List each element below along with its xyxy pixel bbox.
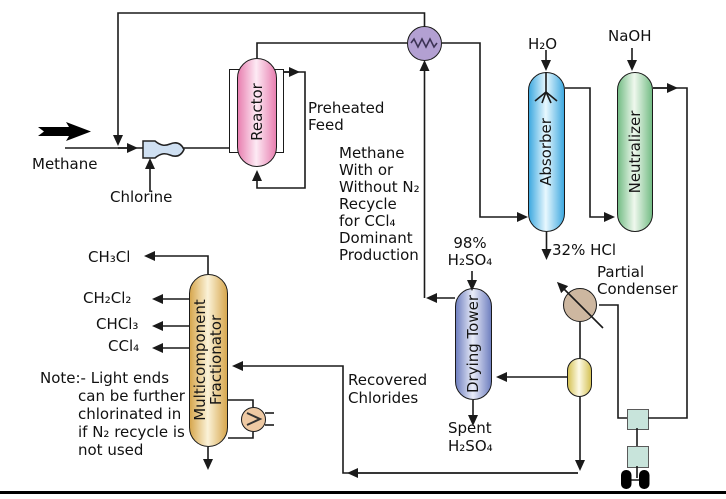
bottom-border-line bbox=[0, 491, 726, 494]
acid-in-label: 98% H₂SO₄ bbox=[447, 234, 493, 269]
absorber-to-neutralizer-line bbox=[565, 87, 615, 222]
spent-acid-label: Spent H₂SO₄ bbox=[448, 419, 493, 455]
neutralizer-overhead-line bbox=[648, 87, 688, 419]
cart-wheels-icon bbox=[621, 470, 650, 489]
product-chcl3-label: CHCl₃ bbox=[96, 315, 139, 333]
absorber-label: Absorber bbox=[537, 118, 555, 186]
hcl-out-label: 32% HCl bbox=[552, 241, 617, 259]
naoh-label: NaOH bbox=[608, 27, 652, 45]
methane-feed-arrow bbox=[38, 122, 91, 141]
chlorine-label: Chlorine bbox=[110, 188, 173, 206]
drying-tower-label: Drying Tower bbox=[464, 294, 482, 394]
knockout-drum bbox=[567, 358, 592, 397]
product-ch3cl-label: CH₃Cl bbox=[88, 248, 131, 266]
hx-to-absorber-line bbox=[442, 42, 528, 222]
note-label: Note:- Light ends can be further chlorin… bbox=[40, 369, 185, 459]
to-condenser-line bbox=[599, 304, 627, 419]
reactor-effluent-line bbox=[256, 42, 407, 58]
fractionator-vessel bbox=[189, 274, 228, 447]
methane-label: Methane bbox=[32, 155, 98, 173]
preheated-feed-label: Preheated Feed bbox=[308, 99, 385, 134]
mixer-venturi bbox=[142, 140, 185, 159]
heat-exchanger bbox=[407, 26, 442, 61]
product-ch2cl2-label: CH₂Cl₂ bbox=[83, 289, 132, 307]
partial-condenser-label: Partial Condenser bbox=[597, 263, 678, 298]
reactor-label: Reactor bbox=[248, 83, 266, 141]
h2o-label: H₂O bbox=[528, 35, 558, 53]
recycle-note-label: Methane With or Without N₂ Recycle for C… bbox=[339, 144, 420, 264]
product-ccl4-label: CCl₄ bbox=[108, 337, 140, 355]
ch3cl-line bbox=[144, 251, 209, 274]
gas-holder-box-2 bbox=[627, 446, 649, 468]
recovered-chlorides-label: Recovered Chlorides bbox=[348, 371, 428, 407]
gas-holder-box-1 bbox=[627, 409, 649, 430]
partial-condenser bbox=[563, 288, 597, 322]
neutralizer-label: Neutralizer bbox=[626, 110, 644, 194]
